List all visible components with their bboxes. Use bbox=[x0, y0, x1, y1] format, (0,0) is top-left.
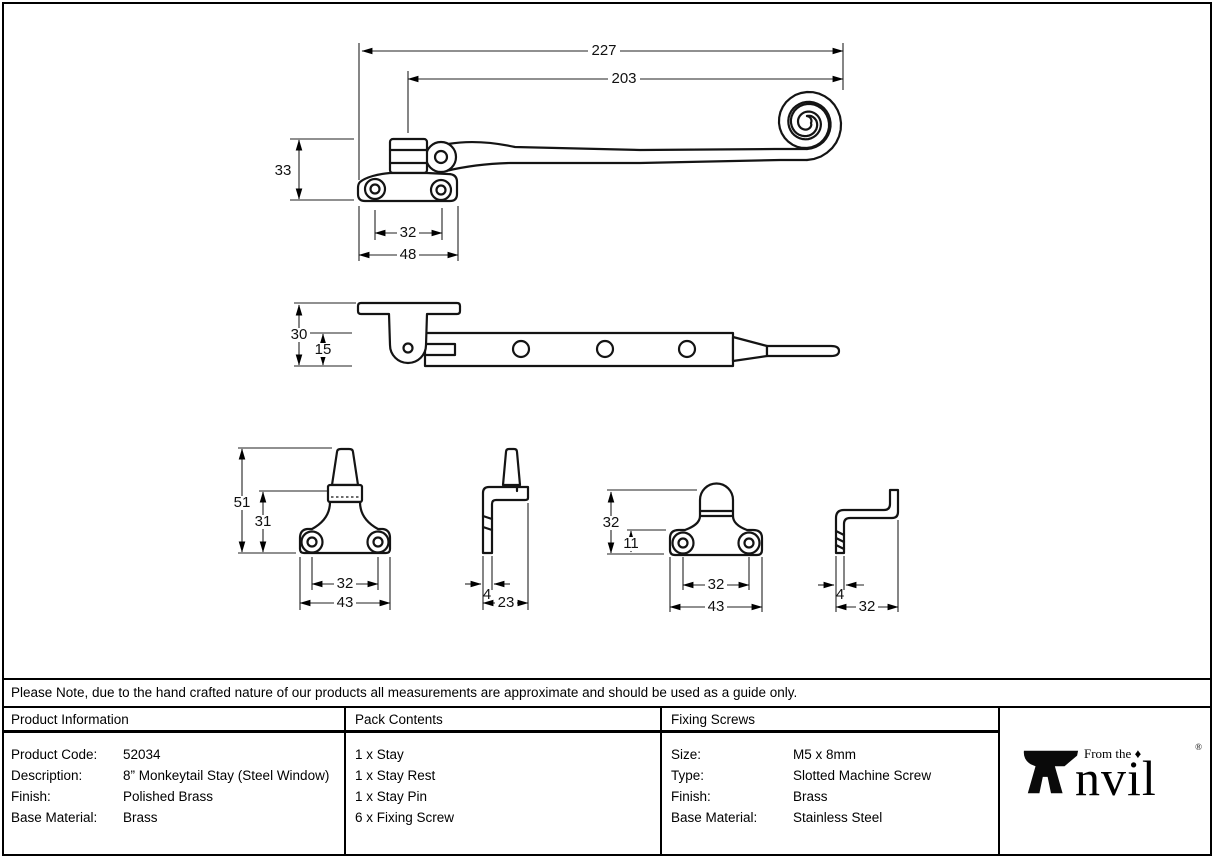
dim-stay-base: 48 bbox=[400, 246, 417, 263]
dim-pin-base: 43 bbox=[337, 594, 354, 611]
fixing-screws-header: Fixing Screws bbox=[662, 708, 998, 733]
table-row: Base Material: Brass bbox=[11, 807, 344, 828]
pack-contents-header: Pack Contents bbox=[346, 708, 660, 733]
row-value: Slotted Machine Screw bbox=[793, 768, 932, 783]
column-pack-contents: Pack Contents 1 x Stay 1 x Stay Rest 1 x… bbox=[346, 708, 662, 856]
pack-item: 1 x Stay Pin bbox=[355, 789, 428, 804]
pin-cone bbox=[330, 447, 360, 487]
dim-pin-depth: 23 bbox=[498, 594, 515, 611]
registered-mark: ® bbox=[1195, 742, 1202, 752]
logo-name-rest: nvil bbox=[1075, 750, 1157, 806]
logo-from-the: From the ♦ bbox=[1084, 746, 1142, 761]
table-row: Finish: Polished Brass bbox=[11, 786, 344, 807]
row-value: Stainless Steel bbox=[793, 810, 883, 825]
row-value: Brass bbox=[793, 789, 828, 804]
drawing-stay-rest-side: 4 32 bbox=[818, 488, 900, 615]
pin-side-angle bbox=[481, 485, 530, 555]
pack-item: 1 x Stay Rest bbox=[355, 768, 436, 783]
table-row: Size: M5 x 8mm bbox=[671, 744, 998, 765]
spec-table: Product Information Product Code: 52034 … bbox=[2, 706, 1212, 856]
dim-pin-body: 31 bbox=[255, 513, 272, 530]
drawing-stay-pin-side: 4 23 bbox=[465, 447, 530, 611]
row-label: Size: bbox=[671, 747, 702, 762]
table-row: Type: Slotted Machine Screw bbox=[671, 765, 998, 786]
dim-rest-holes: 32 bbox=[708, 576, 725, 593]
dim-pin-holes: 32 bbox=[337, 575, 354, 592]
drawing-stay-rest-front: 32 11 32 43 bbox=[600, 482, 764, 615]
dim-stay-overall: 227 bbox=[591, 42, 616, 59]
channel-taper bbox=[731, 335, 769, 363]
row-label: Product Code: bbox=[11, 747, 98, 762]
technical-drawing-canvas: 227 203 33 32 48 30 15 bbox=[231, 42, 900, 615]
table-row: Product Code: 52034 bbox=[11, 744, 344, 765]
dim-channel-overall: 30 bbox=[291, 326, 308, 343]
anvil-icon bbox=[1023, 750, 1079, 794]
column-product-information: Product Information Product Code: 52034 … bbox=[2, 708, 346, 856]
drawing-stay-side-view: 227 203 33 32 48 bbox=[275, 42, 844, 263]
table-row: Finish: Brass bbox=[671, 786, 998, 807]
pin-side-cone bbox=[501, 447, 522, 487]
dim-channel-bar: 15 bbox=[315, 341, 332, 358]
table-row: Base Material: Stainless Steel bbox=[671, 807, 998, 828]
dim-stay-height: 33 bbox=[275, 162, 292, 179]
measurement-note: Please Note, due to the hand crafted nat… bbox=[2, 678, 1212, 704]
pack-item: 1 x Stay bbox=[355, 747, 404, 762]
dim-rest-depth: 32 bbox=[859, 598, 876, 615]
dim-rest-overall: 32 bbox=[603, 514, 620, 531]
column-fixing-screws: Fixing Screws Size: M5 x 8mm Type: Slott… bbox=[662, 708, 1000, 856]
row-label: Finish: bbox=[671, 789, 711, 804]
row-label: Description: bbox=[11, 768, 83, 783]
row-value: Polished Brass bbox=[123, 789, 214, 804]
stay-pivot-hole bbox=[433, 149, 449, 165]
channel-pin-tip bbox=[765, 344, 841, 358]
diamond-icon: ♦ bbox=[1134, 746, 1142, 761]
row-label: Base Material: bbox=[671, 810, 758, 825]
dim-rest-thickness: 4 bbox=[836, 586, 844, 603]
table-row: Description: 8” Monkeytail Stay (Steel W… bbox=[11, 765, 344, 786]
stay-curl-outer bbox=[777, 90, 843, 162]
note-text: Please Note, due to the hand crafted nat… bbox=[11, 684, 798, 700]
dim-rest-base: 43 bbox=[708, 598, 725, 615]
rest-side-angle bbox=[834, 488, 900, 555]
row-label: Finish: bbox=[11, 789, 51, 804]
dim-rest-body: 11 bbox=[623, 535, 639, 552]
row-label: Base Material: bbox=[11, 810, 98, 825]
dim-pin-thickness: 4 bbox=[483, 586, 491, 603]
pin-collar bbox=[326, 483, 364, 504]
pack-item: 6 x Fixing Screw bbox=[355, 810, 455, 825]
dim-stay-arm: 203 bbox=[611, 70, 636, 87]
row-value: 52034 bbox=[123, 747, 161, 762]
column-brand: nvil From the ♦ ® bbox=[1000, 708, 1212, 856]
row-value: 8” Monkeytail Stay (Steel Window) bbox=[123, 768, 330, 783]
row-value: Brass bbox=[123, 810, 158, 825]
drawing-stay-channel-view: 30 15 bbox=[288, 301, 841, 368]
channel-rest-bracket bbox=[356, 301, 462, 365]
drawing-stay-pin-front: 51 31 32 43 bbox=[231, 447, 392, 611]
row-label: Type: bbox=[671, 768, 705, 783]
dim-stay-holes: 32 bbox=[400, 224, 417, 241]
from-the-anvil-logo: nvil From the ♦ ® bbox=[1022, 742, 1202, 816]
product-information-header: Product Information bbox=[2, 708, 344, 733]
stay-curl-inner bbox=[787, 100, 832, 151]
row-value: M5 x 8mm bbox=[793, 747, 857, 762]
stay-hinge-block bbox=[388, 137, 429, 175]
dim-pin-overall: 51 bbox=[234, 494, 251, 511]
